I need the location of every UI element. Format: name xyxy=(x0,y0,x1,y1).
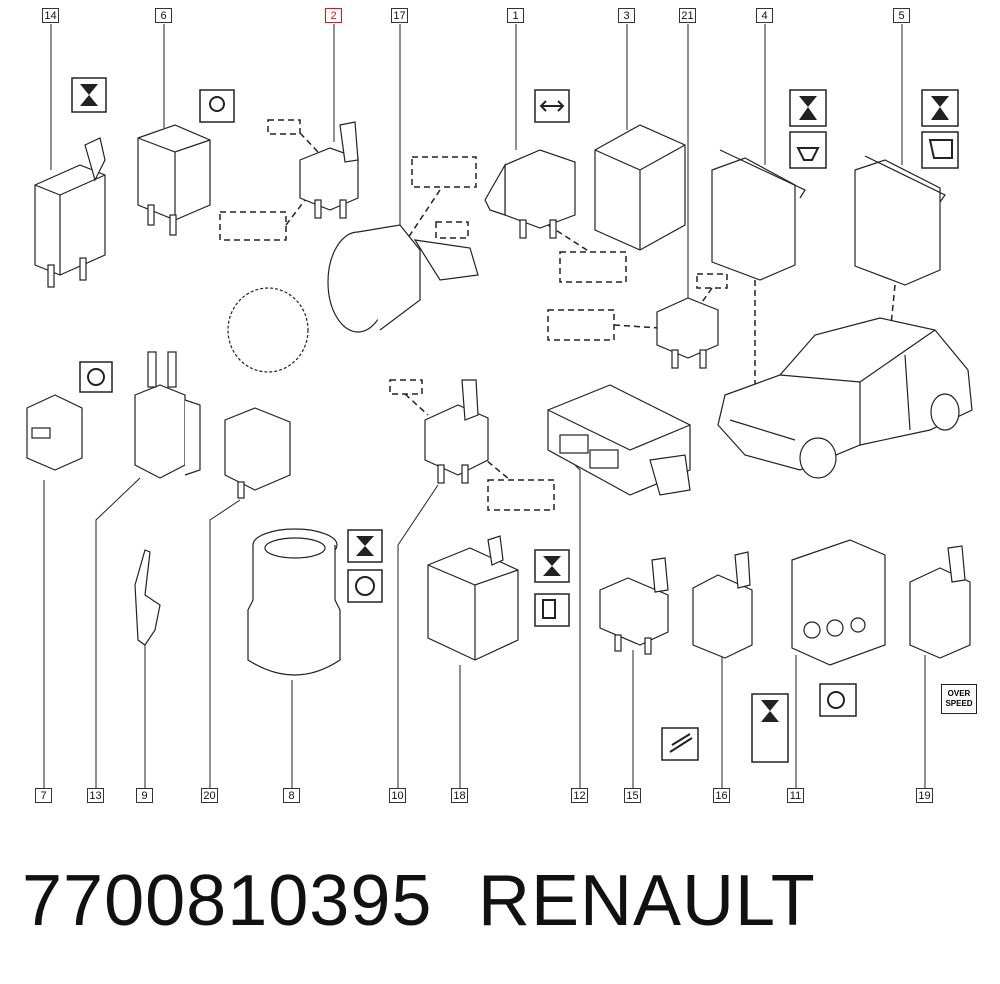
callout-5: 5 xyxy=(893,8,910,23)
callout-8: 8 xyxy=(283,788,300,803)
part-number: 7700810395 xyxy=(22,861,433,941)
callout-21: 21 xyxy=(679,8,696,23)
callout-13: 13 xyxy=(87,788,104,803)
callout-12: 12 xyxy=(571,788,588,803)
callout-15: 15 xyxy=(624,788,641,803)
callout-3: 3 xyxy=(618,8,635,23)
callout-20: 20 xyxy=(201,788,218,803)
callout-17: 17 xyxy=(391,8,408,23)
callout-18: 18 xyxy=(451,788,468,803)
callout-16: 16 xyxy=(713,788,730,803)
callout-14: 14 xyxy=(42,8,59,23)
callout-6: 6 xyxy=(155,8,172,23)
callout-10: 10 xyxy=(389,788,406,803)
callout-2-highlighted: 2 xyxy=(325,8,342,23)
callout-11: 11 xyxy=(787,788,804,803)
callout-4: 4 xyxy=(756,8,773,23)
brand-name: RENAULT xyxy=(478,861,816,941)
callout-19: 19 xyxy=(916,788,933,803)
callout-9: 9 xyxy=(136,788,153,803)
over-speed-icon: OVER SPEED xyxy=(941,684,977,714)
callout-7: 7 xyxy=(35,788,52,803)
callout-1: 1 xyxy=(507,8,524,23)
